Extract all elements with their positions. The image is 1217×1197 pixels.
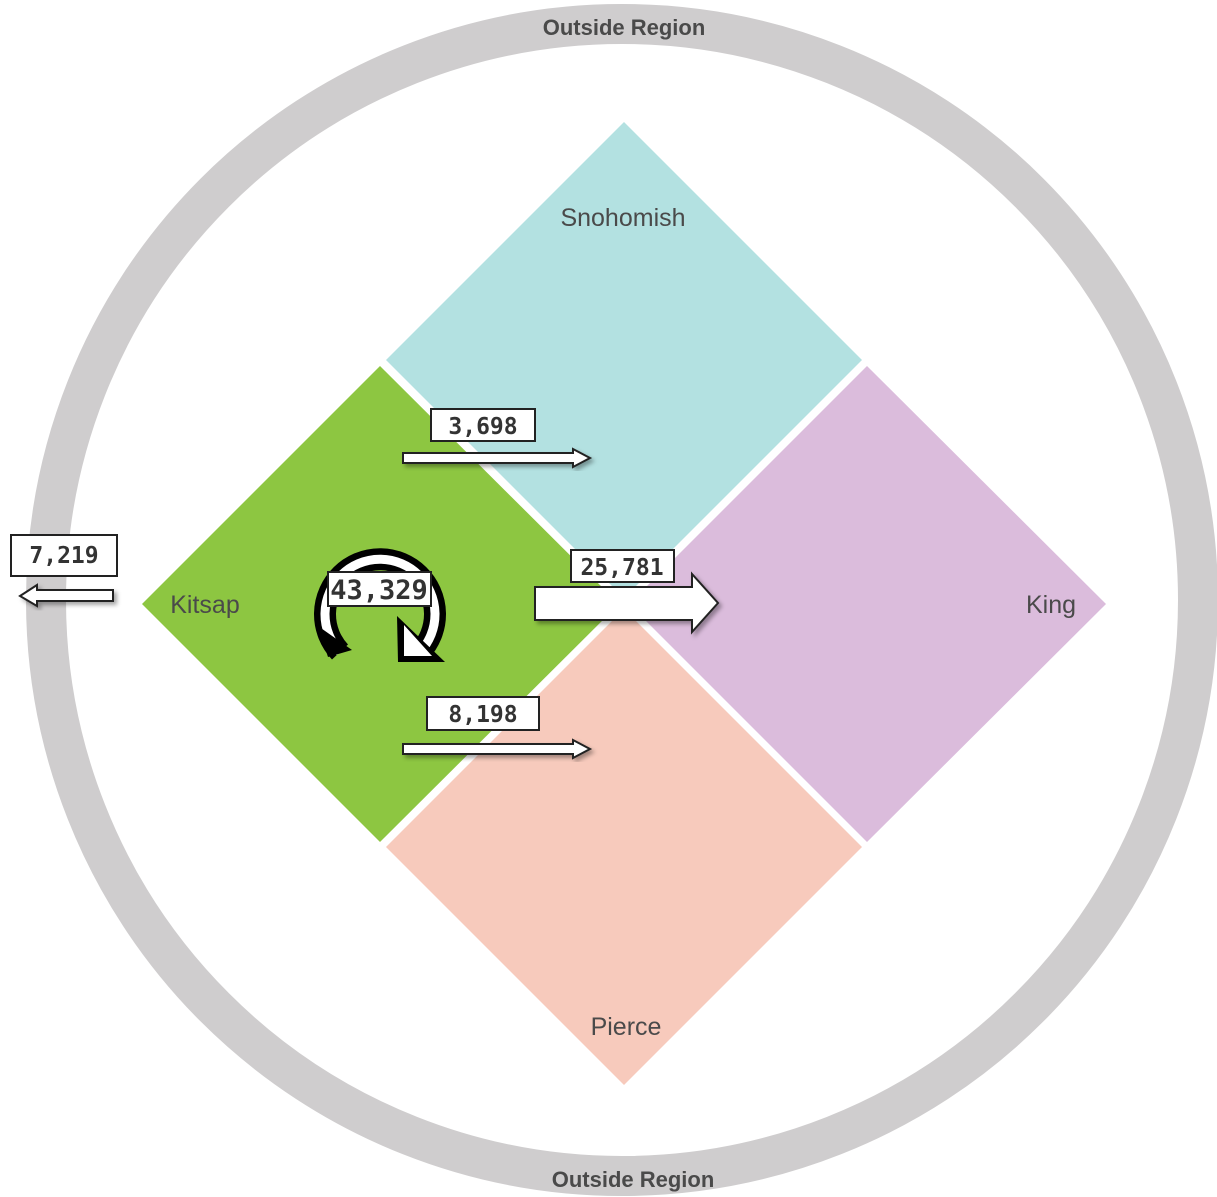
flow-value-snohomish: 3,698 (448, 414, 517, 440)
king-region (629, 366, 1106, 842)
arrow-right-icon (534, 571, 720, 635)
snohomish-region (386, 122, 862, 598)
arrow-left-icon (18, 583, 114, 608)
arrow-right-icon (402, 738, 593, 760)
flow-value-box (570, 549, 675, 583)
flow-value-outside: 7,219 (29, 543, 98, 569)
king-label: King (1026, 591, 1076, 619)
flow-value-within-kitsap: 43,329 (330, 575, 428, 606)
arrow-right-icon (402, 447, 593, 469)
flow-to-pierce: 8,198 (402, 696, 593, 760)
flow-value-box (426, 696, 540, 731)
snohomish-label: Snohomish (560, 204, 685, 232)
outside-region-bottom-label: Outside Region (552, 1167, 715, 1192)
outside-region-top-label: Outside Region (543, 15, 706, 40)
pierce-label: Pierce (591, 1013, 662, 1041)
kitsap-label: Kitsap (170, 591, 239, 619)
flow-within-kitsap: 43,329 (314, 548, 446, 662)
flow-value-box (430, 408, 536, 442)
circular-return-arrow-icon (314, 548, 446, 662)
flow-to-outside: 7,219 (10, 534, 118, 608)
flow-value-box (10, 534, 118, 577)
flow-to-king: 25,781 (534, 549, 720, 635)
flow-value-box (327, 571, 432, 607)
flow-value-king: 25,781 (580, 555, 663, 581)
flow-value-pierce: 8,198 (448, 702, 517, 728)
flow-to-snohomish: 3,698 (402, 408, 593, 469)
